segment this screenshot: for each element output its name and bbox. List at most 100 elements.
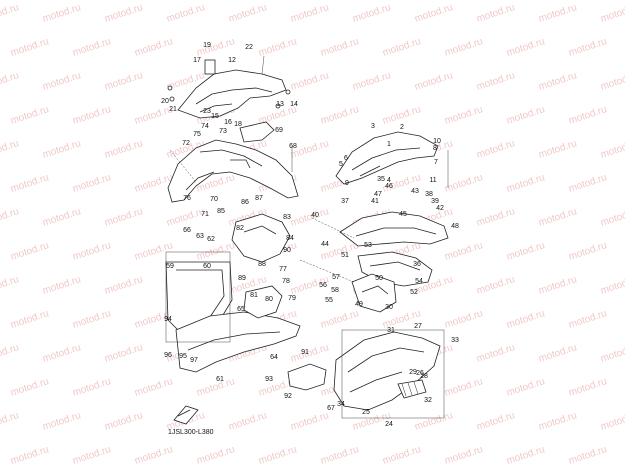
callout-51: 51 <box>341 252 349 259</box>
callout-83: 83 <box>283 214 291 221</box>
callout-18: 18 <box>234 121 242 128</box>
callout-59: 59 <box>166 263 174 270</box>
callout-49: 49 <box>355 301 363 308</box>
callout-38: 38 <box>425 191 433 198</box>
callout-37: 37 <box>341 198 349 205</box>
callout-67: 67 <box>327 405 335 412</box>
callout-90: 90 <box>283 247 291 254</box>
callout-50: 50 <box>375 275 383 282</box>
callout-54: 54 <box>415 278 423 285</box>
callout-36: 36 <box>413 261 421 268</box>
callout-16: 16 <box>224 119 232 126</box>
callout-61: 61 <box>216 376 224 383</box>
callout-35: 35 <box>377 176 385 183</box>
callout-73: 73 <box>219 128 227 135</box>
front-arrow-icon <box>173 405 199 425</box>
callout-63: 63 <box>196 233 204 240</box>
callout-11: 11 <box>429 177 436 184</box>
callout-47: 47 <box>374 191 382 198</box>
callout-76: 76 <box>183 195 191 202</box>
callout-31: 31 <box>387 327 395 334</box>
callout-57: 57 <box>332 274 340 281</box>
callout-71: 71 <box>201 211 209 218</box>
callout-60: 60 <box>203 263 211 270</box>
callout-24: 24 <box>385 421 393 428</box>
callout-58: 58 <box>331 287 339 294</box>
callout-17: 17 <box>193 57 201 64</box>
callout-6: 6 <box>344 155 348 162</box>
callout-84: 84 <box>286 235 294 242</box>
callout-30: 30 <box>385 304 393 311</box>
callout-91: 91 <box>301 349 309 356</box>
callout-7: 7 <box>434 159 438 166</box>
callout-70: 70 <box>210 196 218 203</box>
callout-48: 48 <box>451 223 459 230</box>
callout-72: 72 <box>182 140 190 147</box>
callout-93: 93 <box>265 376 273 383</box>
callout-22: 22 <box>245 44 253 51</box>
callout-10: 10 <box>433 138 441 145</box>
callout-13: 13 <box>276 101 284 108</box>
left-side-cowling-part <box>167 121 299 203</box>
callout-43: 43 <box>411 188 419 195</box>
callout-78: 78 <box>282 278 290 285</box>
callout-95: 95 <box>179 353 187 360</box>
callout-8: 8 <box>433 145 437 152</box>
callout-82: 82 <box>236 225 244 232</box>
under-cowling-part <box>287 331 441 411</box>
callout-14: 14 <box>290 101 298 108</box>
left-inner-panel-part <box>165 213 301 373</box>
callout-85: 85 <box>217 208 225 215</box>
callout-33: 33 <box>451 337 459 344</box>
callout-12: 12 <box>228 57 236 64</box>
callout-21: 21 <box>169 106 177 113</box>
callout-25: 25 <box>362 409 370 416</box>
callout-39: 39 <box>431 198 439 205</box>
callout-88: 88 <box>258 261 266 268</box>
callout-79: 79 <box>288 295 296 302</box>
callout-52: 52 <box>410 289 418 296</box>
callout-66: 66 <box>183 227 191 234</box>
callout-23: 23 <box>203 108 211 115</box>
callout-27: 27 <box>414 323 422 330</box>
callout-62: 62 <box>207 236 215 243</box>
callout-89: 89 <box>238 275 246 282</box>
callout-19: 19 <box>203 42 211 49</box>
callout-87: 87 <box>255 195 263 202</box>
callout-26: 26 <box>416 370 424 377</box>
callout-56: 56 <box>319 282 327 289</box>
callout-77: 77 <box>279 266 287 273</box>
callout-97: 97 <box>190 357 198 364</box>
callout-69: 69 <box>275 127 283 134</box>
callout-94: 94 <box>164 316 172 323</box>
callout-80: 80 <box>265 296 273 303</box>
callout-15: 15 <box>211 113 219 120</box>
callout-42: 42 <box>436 205 444 212</box>
callout-9: 9 <box>345 180 349 187</box>
callout-1: 1 <box>387 141 391 148</box>
callout-34: 34 <box>337 401 345 408</box>
callout-5: 5 <box>339 161 343 168</box>
callout-64: 64 <box>270 354 278 361</box>
callout-81: 81 <box>250 292 258 299</box>
upper-cowling-part <box>167 55 291 119</box>
callout-40: 40 <box>311 212 319 219</box>
callout-20: 20 <box>161 98 169 105</box>
right-side-cowling-part <box>339 211 449 313</box>
callout-28: 28 <box>420 373 428 380</box>
callout-53: 53 <box>364 242 372 249</box>
callout-68: 68 <box>289 143 297 150</box>
group-frame-59 <box>165 251 231 343</box>
callout-55: 55 <box>325 297 333 304</box>
callout-96: 96 <box>164 352 172 359</box>
callout-74: 74 <box>201 123 209 130</box>
callout-46: 46 <box>385 183 393 190</box>
right-upper-cowling-part <box>335 131 439 185</box>
group-frame-24 <box>341 329 445 419</box>
callout-4: 4 <box>387 177 391 184</box>
callout-86: 86 <box>241 199 249 206</box>
callout-29: 29 <box>409 369 417 376</box>
diagram-code: 1JSL300-L380 <box>168 429 214 436</box>
